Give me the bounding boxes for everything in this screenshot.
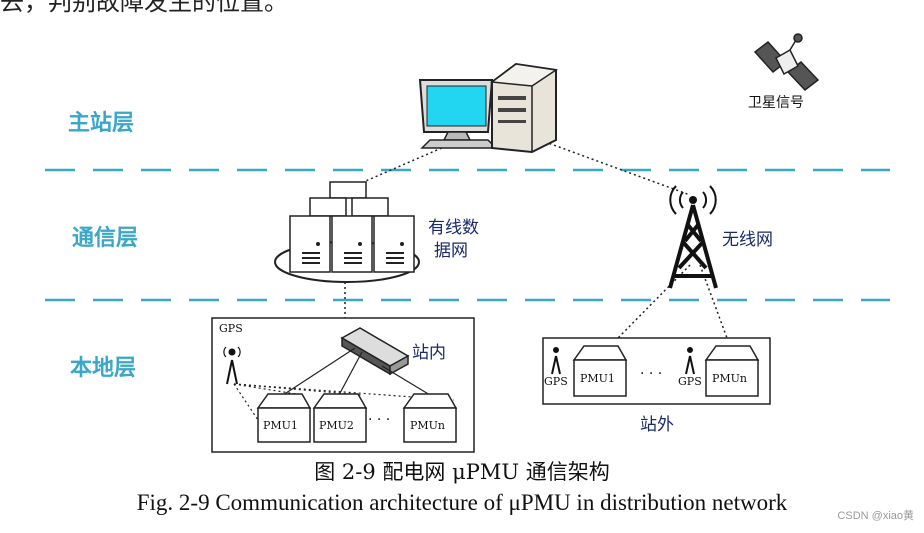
gps-links-inside [233, 383, 455, 421]
gps-label-inside: GPS [219, 322, 243, 335]
layer-label-local: 本地层 [70, 356, 137, 381]
layer-label-master: 主站层 [68, 111, 135, 136]
satellite-label: 卫星信号 [748, 95, 804, 111]
ellipsis-inside: · · · [368, 412, 391, 428]
pmu1-label-outside: PMU1 [580, 372, 615, 385]
gps-label-outside-n: GPS [678, 375, 702, 388]
gps-label-outside-1: GPS [544, 375, 568, 388]
figure-caption-en: Fig. 2-9 Communication architecture of μ… [136, 490, 788, 515]
wired-label-line1: 有线数 [428, 218, 479, 238]
pmun-label-outside: PMUn [712, 372, 748, 385]
outside-station-label: 站外 [640, 415, 674, 435]
pmu-boxes-outside [572, 345, 760, 397]
wired-network-icon [274, 181, 420, 283]
computer-icon [418, 62, 559, 154]
pmu2-label-inside: PMU2 [319, 419, 354, 432]
inside-station-box [211, 317, 475, 453]
router-links [282, 347, 431, 396]
pmu1-label-inside: PMU1 [263, 419, 298, 432]
ellipsis-outside: · · · [640, 366, 663, 382]
wireless-label: 无线网 [722, 230, 773, 250]
pmun-label-inside: PMUn [410, 419, 446, 432]
top-clipped-text: 去，判别故障发生的位置。 [0, 0, 288, 16]
layer-label-comm: 通信层 [72, 226, 139, 251]
wired-label-line2: 据网 [434, 241, 468, 261]
satellite-icon [753, 33, 820, 92]
gps-antenna-inside [223, 346, 241, 385]
gps-antenna-outside [551, 347, 695, 375]
outside-station-box [542, 337, 771, 405]
watermark: CSDN @xiao黄 [837, 510, 914, 522]
inside-station-label: 站内 [412, 343, 446, 363]
router-icon [340, 327, 410, 376]
wireless-tower-icon [668, 185, 718, 289]
pmu-boxes-inside [256, 393, 458, 443]
figure-caption-cn: 图 2-9 配电网 μPMU 通信架构 [314, 460, 610, 484]
